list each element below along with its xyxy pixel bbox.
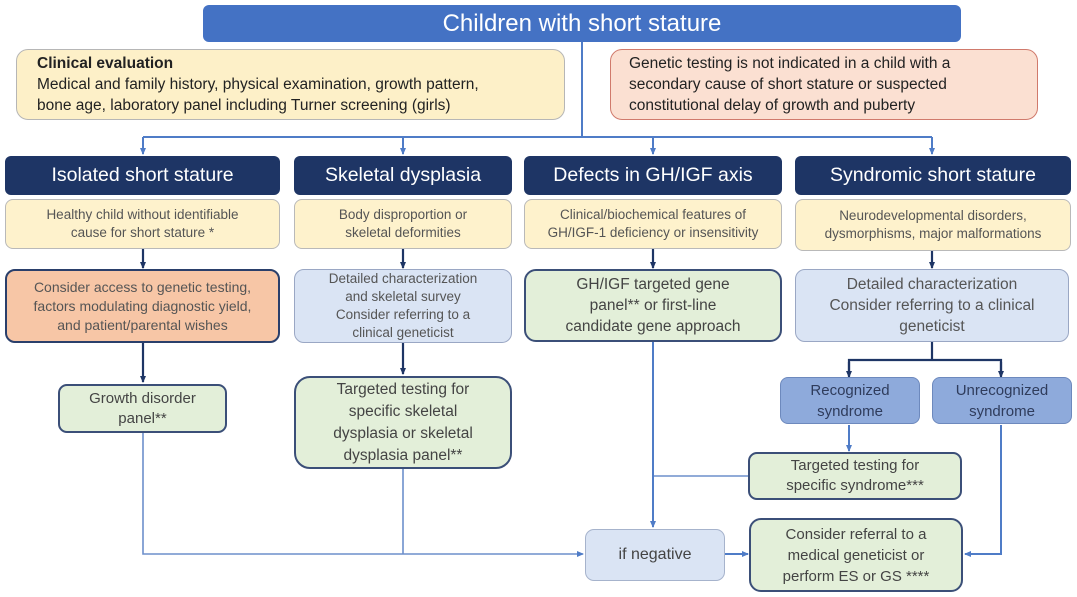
test-line: specific syndrome*** — [786, 477, 924, 494]
test-line: Growth disorder — [89, 389, 196, 407]
step-syndromic-characterization: Detailed characterization Consider refer… — [795, 269, 1069, 342]
test-specific-syndrome: Targeted testing for specific syndrome**… — [748, 452, 962, 500]
step-line: candidate gene approach — [565, 318, 741, 335]
unrecognized-syndrome-box: Unrecognized syndrome — [932, 377, 1072, 424]
genetic-note-line: constitutional delay of growth and puber… — [629, 97, 916, 114]
step-consider-access: Consider access to genetic testing, fact… — [5, 269, 280, 343]
step-line: Detailed characterization — [846, 276, 1018, 293]
clinical-line: Medical and family history, physical exa… — [37, 76, 479, 93]
step-line: clinical geneticist — [352, 325, 454, 340]
step-line: and patient/parental wishes — [57, 316, 228, 333]
category-skeletal-dysplasia: Skeletal dysplasia — [294, 156, 512, 195]
final-referral-box: Consider referral to a medical geneticis… — [749, 518, 963, 592]
title-text: Children with short stature — [442, 9, 722, 37]
final-line: medical geneticist or — [787, 546, 925, 564]
category-isolated-short-stature: Isolated short stature — [5, 156, 280, 195]
description-isolated: Healthy child without identifiable cause… — [5, 199, 280, 249]
test-skeletal-dysplasia: Targeted testing for specific skeletal d… — [294, 376, 512, 469]
description-line: Clinical/biochemical features of — [559, 207, 747, 222]
step-line: Detailed characterization — [328, 271, 478, 286]
step-line: Consider access to genetic testing, — [33, 278, 252, 295]
final-line: Consider referral to a — [785, 525, 927, 543]
branch-line: syndrome — [969, 402, 1035, 420]
description-syndromic: Neurodevelopmental disorders, dysmorphis… — [795, 199, 1071, 251]
branch-line: Recognized — [810, 381, 890, 399]
step-line: Consider referring to a clinical — [829, 297, 1035, 314]
test-line: dysplasia or skeletal — [333, 424, 473, 442]
clinical-heading: Clinical evaluation — [37, 55, 174, 72]
test-line: dysplasia panel** — [343, 446, 463, 464]
step-line: GH/IGF targeted gene — [576, 276, 730, 293]
if-negative-text: if negative — [618, 546, 692, 563]
clinical-line: bone age, laboratory panel including Tur… — [37, 97, 451, 114]
step-line: factors modulating diagnostic yield, — [33, 297, 252, 314]
test-growth-disorder-panel: Growth disorder panel** — [58, 384, 227, 433]
test-line: Targeted testing for — [336, 380, 470, 398]
category-syndromic-short-stature: Syndromic short stature — [795, 156, 1071, 195]
category-title: Skeletal dysplasia — [324, 164, 482, 186]
recognized-syndrome-box: Recognized syndrome — [780, 377, 920, 424]
branch-line: syndrome — [817, 402, 883, 420]
final-line: perform ES or GS **** — [782, 567, 930, 585]
test-line: specific skeletal — [348, 402, 458, 420]
step-line: and skeletal survey — [345, 289, 461, 304]
clinical-evaluation-box: Clinical evaluation Medical and family h… — [16, 49, 565, 120]
category-title: Syndromic short stature — [830, 164, 1036, 186]
genetic-note-line: secondary cause of short stature or susp… — [629, 76, 947, 93]
description-line: GH/IGF-1 deficiency or insensitivity — [547, 225, 759, 240]
unrecognized-to-final — [964, 425, 1002, 557]
branch-line: Unrecognized — [955, 381, 1049, 399]
if-negative-box: if negative — [585, 529, 725, 581]
description-line: dysmorphisms, major malformations — [824, 226, 1042, 241]
description-skeletal: Body disproportion or skeletal deformiti… — [294, 199, 512, 249]
page-title: Children with short stature — [203, 5, 961, 42]
category-title: Isolated short stature — [51, 164, 234, 186]
description-line: Neurodevelopmental disorders, — [839, 208, 1027, 223]
description-line: Body disproportion or — [338, 207, 468, 222]
genetic-note-box: Genetic testing is not indicated in a ch… — [610, 49, 1038, 120]
category-gh-igf-axis: Defects in GH/IGF axis — [524, 156, 782, 195]
step-skeletal-characterization: Detailed characterization and skeletal s… — [294, 269, 512, 343]
step-ghigf-panel: GH/IGF targeted gene panel** or first-li… — [524, 269, 782, 342]
description-ghigf: Clinical/biochemical features of GH/IGF-… — [524, 199, 782, 249]
syndromic-split — [847, 342, 1003, 376]
step-line: panel** or first-line — [589, 297, 717, 314]
description-line: skeletal deformities — [345, 225, 461, 240]
step-line: Consider referring to a — [335, 307, 471, 322]
test-line: panel** — [118, 409, 167, 427]
step-line: geneticist — [899, 318, 965, 335]
description-line: cause for short stature * — [70, 225, 215, 240]
category-title: Defects in GH/IGF axis — [553, 164, 753, 186]
description-line: Healthy child without identifiable — [46, 207, 239, 222]
genetic-note-line: Genetic testing is not indicated in a ch… — [629, 55, 951, 72]
test-line: Targeted testing for — [790, 457, 920, 474]
